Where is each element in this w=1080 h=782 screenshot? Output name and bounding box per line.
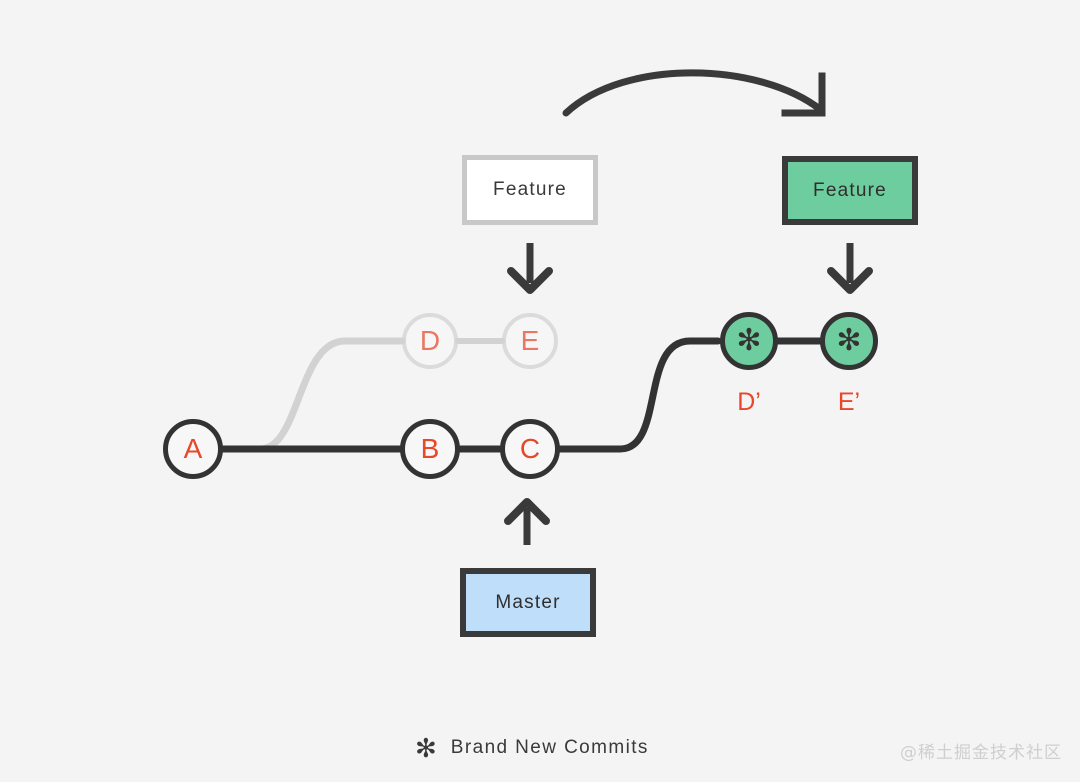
asterisk-icon: ✻ <box>736 324 762 357</box>
commit-node-b[interactable]: B <box>400 419 460 479</box>
commit-node-c[interactable]: C <box>500 419 560 479</box>
commit-caption-e-prime: E’ <box>837 388 861 416</box>
master-up-arrow <box>504 498 550 545</box>
asterisk-icon: ✻ <box>836 324 862 357</box>
legend: ✻ Brand New Commits <box>415 735 649 761</box>
commit-node-d-prime[interactable]: ✻ <box>720 312 778 370</box>
branch-label-feature-old[interactable]: Feature <box>462 155 598 225</box>
rebased-branch-line <box>556 337 722 453</box>
branch-label-feature-new[interactable]: Feature <box>782 156 918 225</box>
commit-caption-d-prime: D’ <box>737 388 761 416</box>
watermark: @稀土掘金技术社区 <box>900 743 1062 763</box>
commit-node-a[interactable]: A <box>163 419 223 479</box>
branch-label-master[interactable]: Master <box>460 568 596 637</box>
legend-label: Brand New Commits <box>450 737 649 758</box>
asterisk-icon: ✻ <box>415 733 437 763</box>
feature-new-down-arrow <box>827 243 873 294</box>
rebase-arrow-head <box>781 72 826 117</box>
rebase-curved-arrow <box>562 69 825 117</box>
commit-node-e-prime[interactable]: ✻ <box>820 312 878 370</box>
commit-node-d[interactable]: D <box>402 313 458 369</box>
feature-old-down-arrow <box>507 243 553 294</box>
faded-feature-branch-line <box>256 337 406 453</box>
commit-node-e[interactable]: E <box>502 313 558 369</box>
